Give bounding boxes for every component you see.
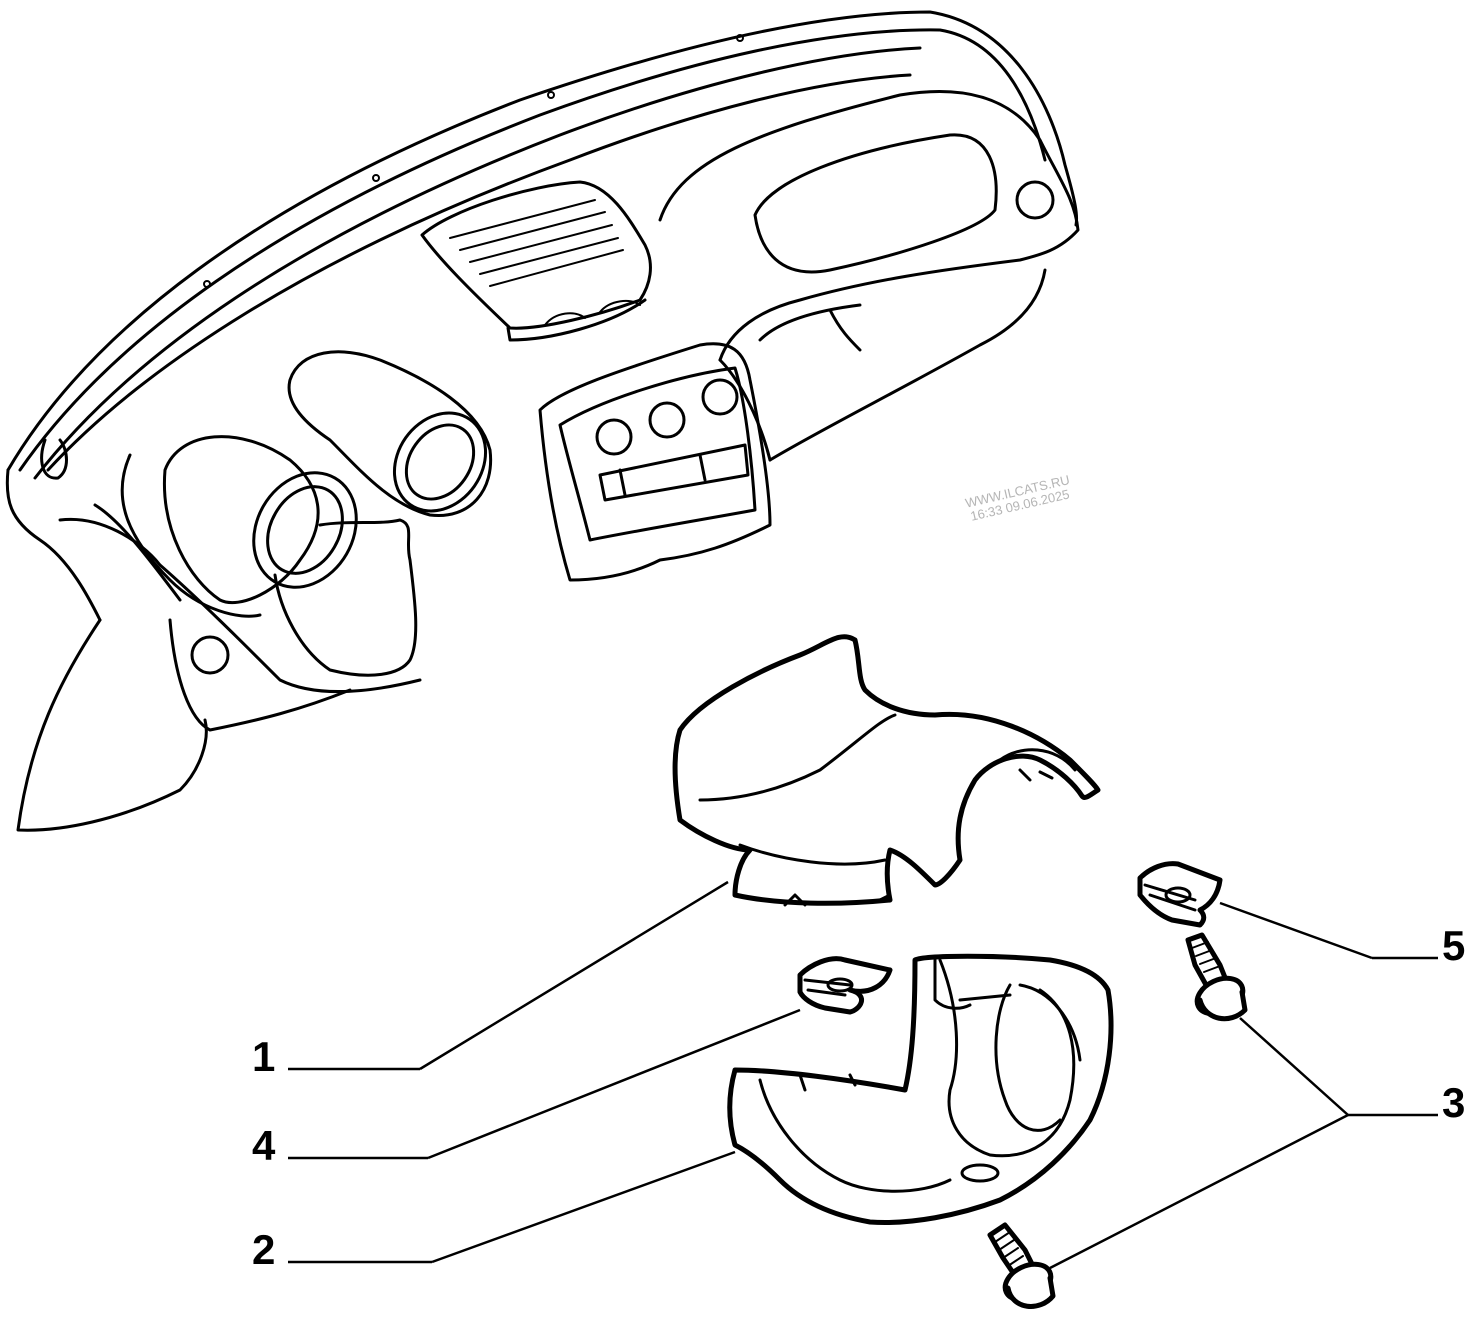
leader-3-diag-a xyxy=(1239,1017,1349,1116)
callout-5: 5 xyxy=(1442,922,1466,969)
callout-4: 4 xyxy=(252,1122,276,1169)
leader-2-diag xyxy=(431,1150,736,1264)
part-2-lower-shroud xyxy=(727,953,1114,1225)
leader-lines xyxy=(288,880,1438,1270)
callout-3: 3 xyxy=(1442,1079,1466,1126)
leader-3-diag-b xyxy=(1049,1113,1349,1270)
callout-2: 2 xyxy=(252,1226,276,1273)
part-4-clip xyxy=(797,956,893,1015)
callout-1: 1 xyxy=(252,1033,276,1080)
dashboard-illustration xyxy=(5,10,1080,832)
part-1-upper-shroud xyxy=(672,634,1101,907)
part-3-screw-upper xyxy=(1185,932,1248,1022)
leader-4-diag xyxy=(427,1008,801,1160)
part-3-screw-lower xyxy=(987,1222,1056,1309)
leader-5-diag xyxy=(1219,901,1373,960)
part-5-clip xyxy=(1137,861,1223,928)
leader-1-diag xyxy=(419,880,729,1071)
